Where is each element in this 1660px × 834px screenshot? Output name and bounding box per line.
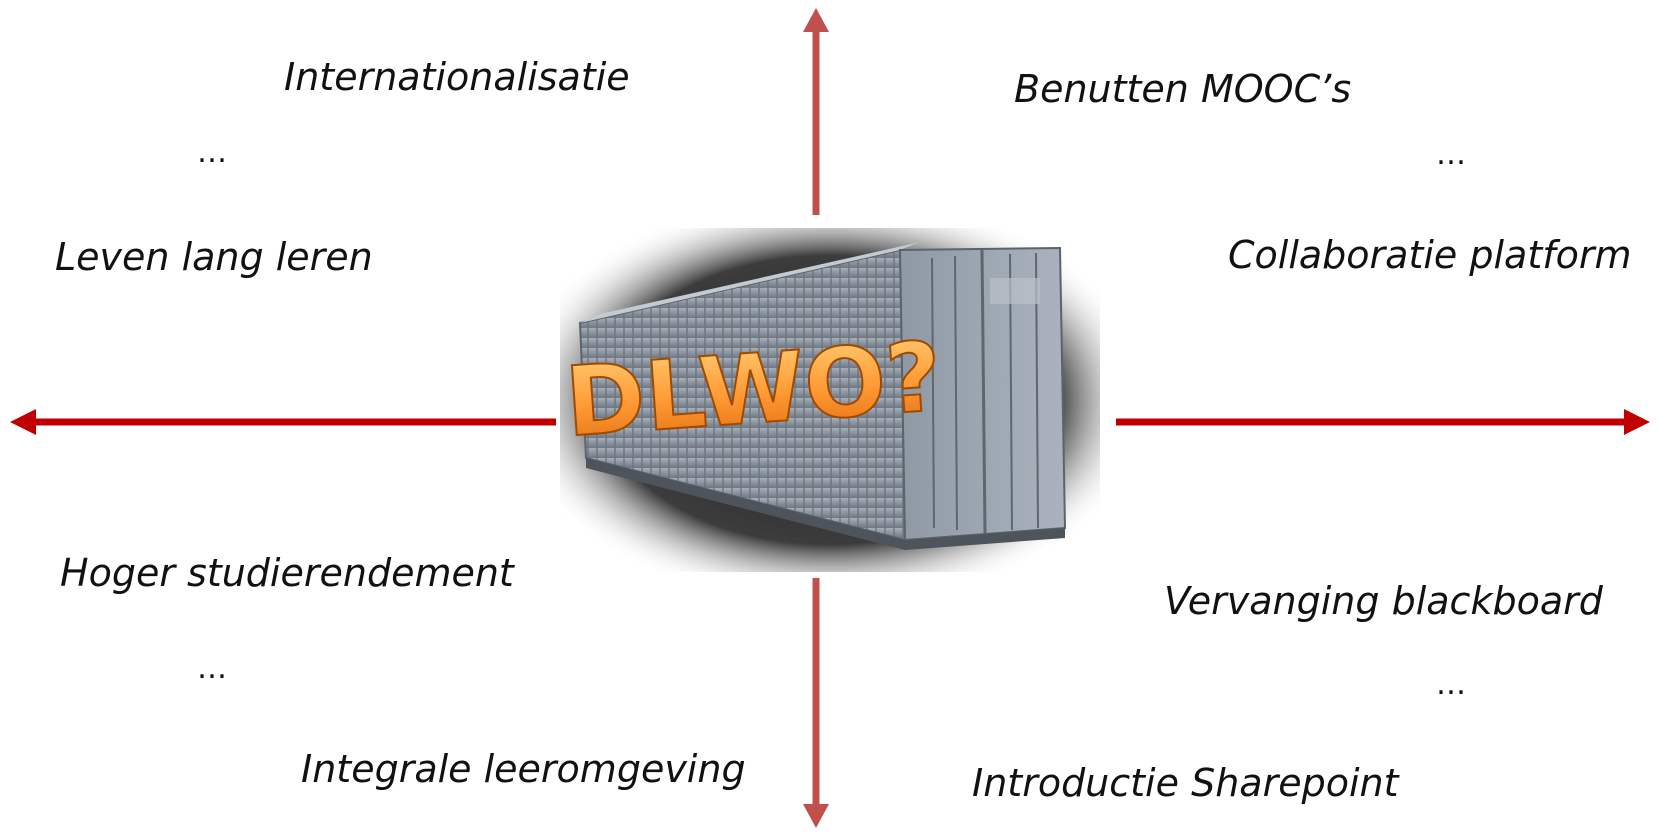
ellipsis-top-right: … bbox=[1436, 137, 1466, 172]
arrow-right bbox=[1116, 409, 1650, 435]
arrow-down bbox=[803, 578, 829, 828]
label-benutten-moocs: Benutten MOOC’s bbox=[1014, 67, 1352, 111]
label-integrale-leeromgeving: Integrale leeromgeving bbox=[301, 747, 746, 791]
label-collaboratie-platform: Collaboratie platform bbox=[1228, 233, 1632, 277]
label-introductie-sharepoint: Introductie Sharepoint bbox=[972, 761, 1399, 805]
center-title: DLWO? bbox=[562, 321, 945, 459]
arrow-left bbox=[10, 409, 556, 435]
label-leven-lang-leren: Leven lang leren bbox=[55, 235, 373, 279]
ellipsis-bottom-left: … bbox=[197, 651, 227, 686]
shipping-container-image: DLWO? bbox=[560, 228, 1100, 572]
label-internationalisatie: Internationalisatie bbox=[284, 55, 630, 99]
label-vervanging-blackboard: Vervanging blackboard bbox=[1164, 579, 1603, 623]
ellipsis-top-left: … bbox=[197, 135, 227, 170]
arrow-up bbox=[803, 8, 829, 215]
ellipsis-bottom-right: … bbox=[1436, 667, 1466, 702]
label-hoger-studierendement: Hoger studierendement bbox=[60, 551, 514, 595]
